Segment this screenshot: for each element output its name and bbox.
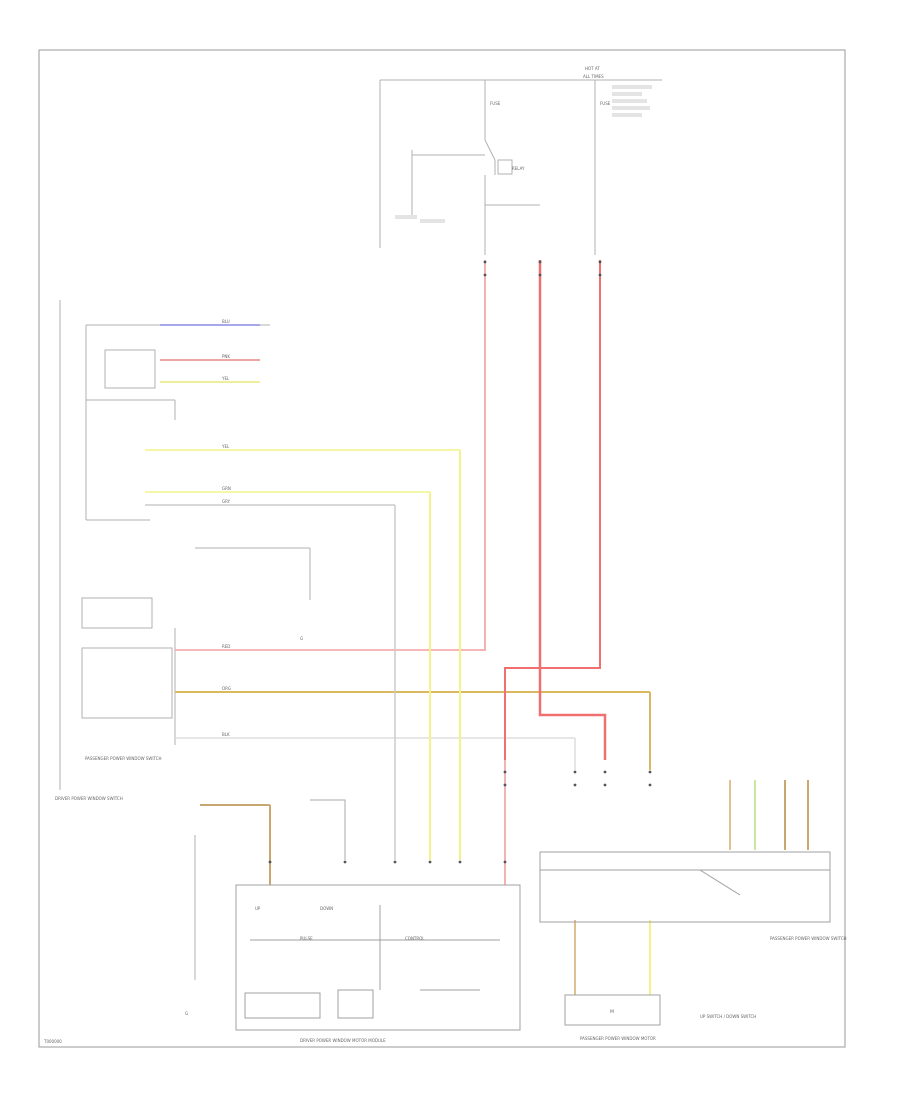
wire-gry-label: GRY	[222, 499, 231, 504]
driver-module	[235, 884, 521, 1031]
wire-yel-label-2: YEL	[221, 444, 230, 449]
pass-switch-left-label: PASSENGER POWER WINDOW SWITCH	[85, 756, 162, 761]
module-down: DOWN	[320, 906, 333, 911]
wire-red-label: RED	[222, 644, 230, 649]
fuse-b-label: FUSE	[600, 101, 611, 106]
pass-switch-right-label: PASSENGER POWER WINDOW SWITCH	[770, 936, 847, 941]
module-control: CONTROL	[405, 936, 425, 941]
left-switch-frame	[59, 300, 311, 790]
wire-blu-label: BLU	[222, 319, 230, 324]
hot-at-label-2: ALL TIMES	[583, 74, 604, 79]
top-right-text	[395, 85, 652, 223]
passenger-switch	[539, 851, 831, 923]
pass-motor-label: PASSENGER POWER WINDOW MOTOR	[580, 1036, 656, 1041]
main-wires	[194, 260, 809, 995]
wire-org-label: ORG	[222, 686, 231, 691]
wire-grn-label: GRN	[222, 486, 231, 491]
wire-pnk-label: PNK	[222, 354, 230, 359]
driver-module-label: DRIVER POWER WINDOW MOTOR MODULE	[300, 1038, 386, 1043]
motor-m: M	[610, 1009, 614, 1015]
ground-a-label: G	[185, 1011, 188, 1016]
module-up: UP	[255, 906, 261, 911]
relay-label: RELAY	[512, 166, 525, 171]
driver-switch-label: DRIVER POWER WINDOW SWITCH	[55, 796, 123, 801]
footer-code: T000000	[43, 1039, 62, 1044]
passenger-motor	[564, 994, 661, 1026]
top-fuse-block	[379, 79, 662, 255]
wire-yel-label-1: YEL	[221, 376, 230, 381]
diagram-frame	[38, 49, 846, 1048]
connector-markers	[268, 260, 652, 864]
hot-at-label: HOT AT	[585, 66, 600, 71]
fuse-a-label: FUSE	[490, 101, 501, 106]
left-wires	[145, 324, 650, 739]
ground-b-label: G	[300, 636, 303, 641]
wire-blk-label: BLK	[222, 732, 230, 737]
note-label: UP SWITCH / DOWN SWITCH	[700, 1014, 756, 1019]
module-pulse: PULSE	[300, 936, 313, 941]
